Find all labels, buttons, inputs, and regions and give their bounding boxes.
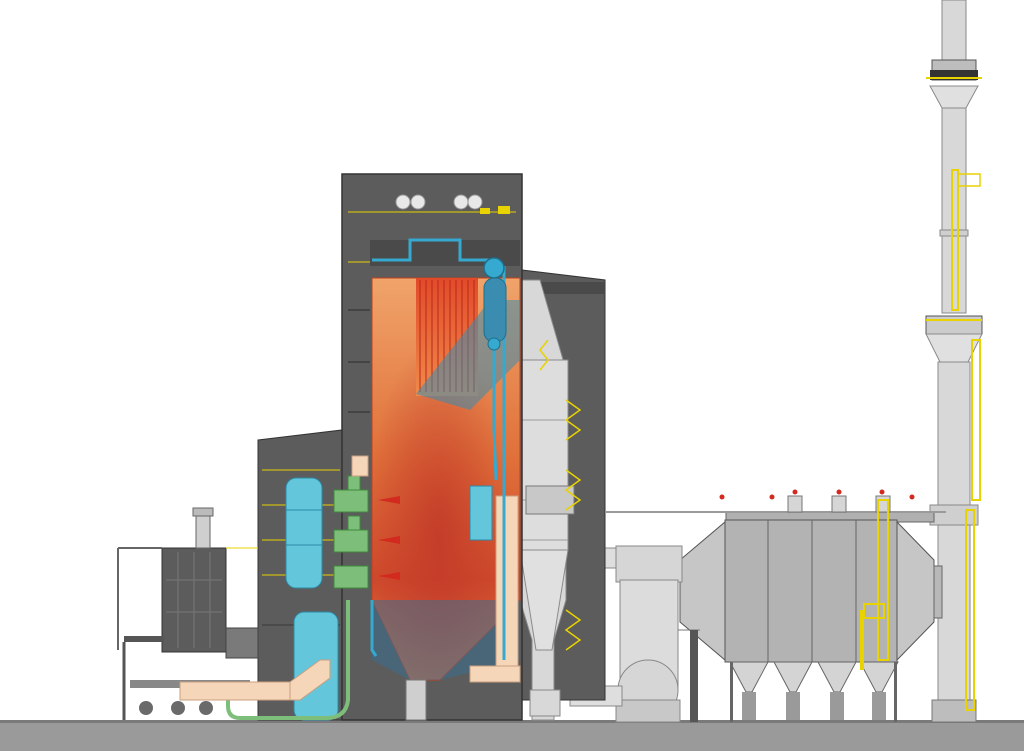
steam-drum	[483, 257, 505, 279]
riser-column	[483, 277, 507, 343]
baghouse-filter	[606, 489, 946, 722]
chimney-stack	[925, 0, 983, 723]
flue-duct-column	[507, 269, 606, 721]
silo-top-unit	[192, 507, 214, 517]
air-ducts	[179, 455, 521, 701]
burner-manifolds	[333, 475, 369, 589]
green-feed-pipe	[226, 600, 350, 720]
ground-slab	[0, 722, 1024, 751]
ash-outlet	[405, 679, 427, 721]
lower-drum	[487, 337, 501, 351]
ground-line	[0, 720, 1024, 723]
